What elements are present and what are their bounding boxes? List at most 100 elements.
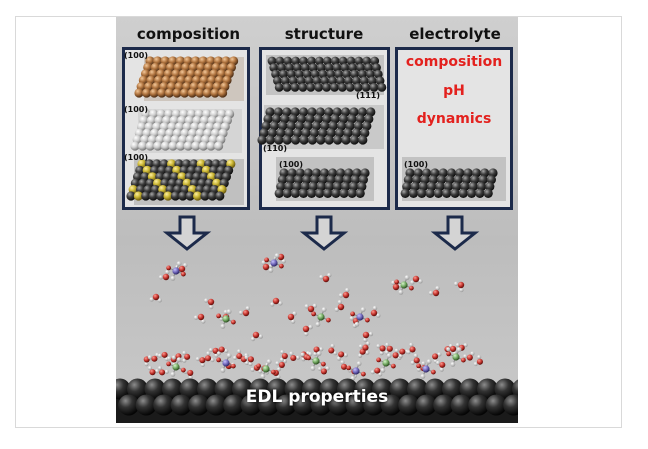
water-molecules <box>143 253 483 381</box>
mixed-slab <box>126 159 236 201</box>
water-molecule <box>158 269 170 281</box>
electrode-atom <box>116 378 131 400</box>
carbonate-cluster <box>376 353 396 373</box>
water-molecule <box>193 313 206 324</box>
facet-label-c3: (100) <box>124 153 149 162</box>
electrode-atom <box>433 394 455 416</box>
ammonium-cluster <box>166 261 186 281</box>
electrode-atom <box>232 378 253 400</box>
electrode-atom <box>468 394 490 416</box>
slab-e100 <box>400 168 498 198</box>
water-molecule <box>336 351 348 361</box>
silver-slab <box>130 109 235 151</box>
carbonate-cluster <box>311 307 331 327</box>
ammonium-cluster <box>350 307 370 327</box>
electrode-atom <box>197 378 218 400</box>
electrode-atom <box>354 378 376 400</box>
water-molecule <box>313 346 324 357</box>
slab-110 <box>257 107 376 145</box>
electrode-atom <box>485 394 507 416</box>
title-electrolyte: electrolyte <box>409 25 501 43</box>
electrode-atom <box>450 394 472 416</box>
edl-figure: composition structure electrolyte <box>116 17 518 423</box>
water-molecule <box>195 356 206 368</box>
water-molecule <box>358 348 370 358</box>
water-molecule <box>370 305 381 318</box>
electrode-atom <box>135 394 157 416</box>
water-molecule <box>147 366 160 376</box>
slab-100 <box>274 168 370 198</box>
water-molecule <box>358 341 371 351</box>
water-molecule <box>435 360 446 372</box>
title-structure: structure <box>284 25 364 43</box>
water-molecule <box>238 306 251 317</box>
down-arrow-icon <box>430 215 480 251</box>
electrode-atom <box>345 394 367 416</box>
electrode-atom <box>319 378 341 400</box>
ammonium-cluster <box>416 359 436 379</box>
water-molecule <box>362 331 374 343</box>
water-molecule <box>304 303 318 313</box>
arrows-group <box>162 215 480 251</box>
water-molecule <box>289 351 301 362</box>
water-molecule <box>428 286 440 297</box>
water-molecule <box>232 349 243 360</box>
water-molecule <box>463 351 475 361</box>
electrode-atom <box>512 379 518 399</box>
electrode-atom <box>293 394 315 416</box>
water-molecule <box>149 293 162 303</box>
water-molecule <box>319 273 332 283</box>
water-molecule <box>270 297 283 307</box>
water-molecule <box>275 359 287 368</box>
water-molecule <box>279 349 288 362</box>
ammonium-cluster <box>346 361 366 381</box>
title-composition: composition <box>136 25 241 43</box>
electrode-atom <box>275 394 297 416</box>
copper-slab <box>134 56 239 98</box>
down-arrow-icon <box>299 215 349 251</box>
electrode-atom <box>328 394 350 416</box>
water-molecule <box>204 298 215 310</box>
water-molecule <box>338 287 350 299</box>
electrode-atom <box>407 378 428 400</box>
facet-label-c1: (100) <box>124 51 149 60</box>
electrode-atom <box>459 378 481 400</box>
water-molecule <box>157 366 169 376</box>
electrode-atom <box>442 378 463 400</box>
prop-composition: composition <box>405 54 503 70</box>
electrode-atom <box>223 394 245 416</box>
carbonate-cluster <box>256 359 276 379</box>
carbonate-cluster <box>446 347 466 367</box>
facet-label-111: (111) <box>356 91 381 100</box>
water-molecule <box>302 324 313 337</box>
water-molecule <box>410 275 423 285</box>
facet-label-s100: (100) <box>279 160 304 169</box>
water-molecule <box>287 311 297 324</box>
water-molecule <box>370 367 383 377</box>
carbonate-cluster <box>216 309 236 329</box>
electrode-atom <box>415 394 437 416</box>
electrode-atom <box>389 378 411 400</box>
electrode-atom <box>170 394 192 416</box>
electrode-atom <box>310 394 332 416</box>
metal-slabs <box>126 55 506 205</box>
water-molecule <box>157 351 169 362</box>
water-molecule <box>204 351 215 363</box>
water-molecule <box>334 299 345 312</box>
electrode-atom <box>380 394 402 416</box>
water-molecule <box>216 346 229 356</box>
electrode-atom <box>240 394 262 416</box>
electrode-atom <box>249 378 271 400</box>
water-molecule <box>432 352 442 364</box>
electrode-atom <box>284 378 306 400</box>
facet-label-110: (110) <box>263 144 288 153</box>
electrode-atom <box>494 378 516 400</box>
electrode-atom <box>424 378 446 400</box>
water-molecule <box>453 281 465 293</box>
electrode-atom <box>372 378 393 400</box>
water-molecule <box>410 353 420 365</box>
slab-drawing <box>116 55 518 423</box>
electrode-atom <box>398 394 420 416</box>
electrode-atom <box>503 394 518 416</box>
electrode-atom <box>153 394 175 416</box>
